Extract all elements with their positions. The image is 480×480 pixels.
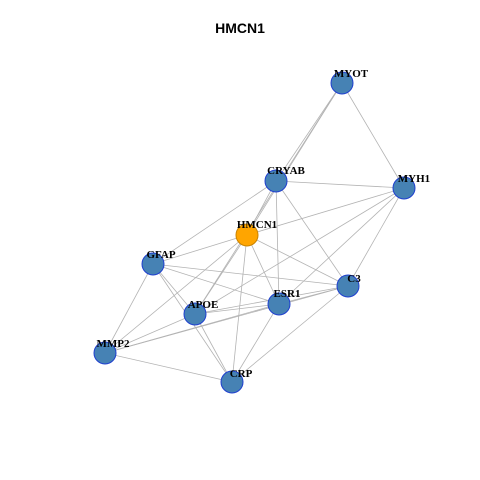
- graph-title: HMCN1: [215, 20, 265, 36]
- edge-apoe-crp: [194, 313, 233, 383]
- edge-mmp2-crp: [104, 352, 233, 383]
- node-myot[interactable]: [330, 71, 354, 95]
- edge-cryab-myh1: [275, 180, 405, 189]
- edge-apoe-mmp2: [104, 313, 196, 354]
- node-label-gfap: GFAP: [146, 249, 175, 261]
- edge-cryab-esr1: [275, 180, 280, 305]
- edge-gfap-mmp2: [104, 263, 154, 354]
- edge-hmcn1-apoe: [194, 234, 248, 315]
- node-hmcn1[interactable]: [235, 223, 259, 247]
- edge-esr1-apoe: [194, 303, 280, 315]
- edge-hmcn1-mmp2: [104, 234, 248, 354]
- edge-myh1-esr1: [278, 187, 405, 305]
- node-label-cryab: CRYAB: [267, 165, 305, 177]
- edge-gfap-c3: [152, 263, 349, 287]
- node-label-crp: CRP: [230, 368, 253, 380]
- edge-cryab-gfap: [152, 180, 277, 265]
- node-label-esr1: ESR1: [274, 288, 301, 300]
- edge-hmcn1-esr1: [246, 234, 280, 305]
- edge-hmcn1-c3: [246, 234, 349, 287]
- node-label-myot: MYOT: [334, 68, 369, 80]
- edge-esr1-mmp2: [104, 303, 280, 354]
- edge-c3-crp: [231, 285, 349, 383]
- edge-esr1-crp: [231, 303, 280, 383]
- edge-hmcn1-gfap: [152, 234, 248, 265]
- node-label-hmcn1: HMCN1: [237, 219, 277, 231]
- node-label-apoe: APOE: [188, 299, 219, 311]
- node-myh1[interactable]: [392, 176, 416, 200]
- node-label-c3: C3: [347, 273, 361, 285]
- edge-gfap-esr1: [152, 263, 280, 305]
- edge-myh1-apoe: [194, 187, 405, 315]
- edge-myot-cryab: [275, 82, 343, 182]
- node-cryab[interactable]: [264, 169, 288, 193]
- node-label-mmp2: MMP2: [97, 338, 130, 350]
- edge-myh1-hmcn1: [246, 187, 405, 236]
- node-gfap[interactable]: [141, 252, 165, 276]
- node-esr1[interactable]: [267, 292, 291, 316]
- edge-myot-apoe: [194, 82, 343, 315]
- node-c3[interactable]: [336, 274, 360, 298]
- edge-myh1-c3: [347, 187, 405, 287]
- node-crp[interactable]: [220, 370, 244, 394]
- node-apoe[interactable]: [183, 302, 207, 326]
- edge-myot-myh1: [341, 82, 405, 189]
- edge-cryab-c3: [275, 180, 349, 287]
- node-label-myh1: MYH1: [398, 173, 430, 185]
- node-mmp2[interactable]: [93, 341, 117, 365]
